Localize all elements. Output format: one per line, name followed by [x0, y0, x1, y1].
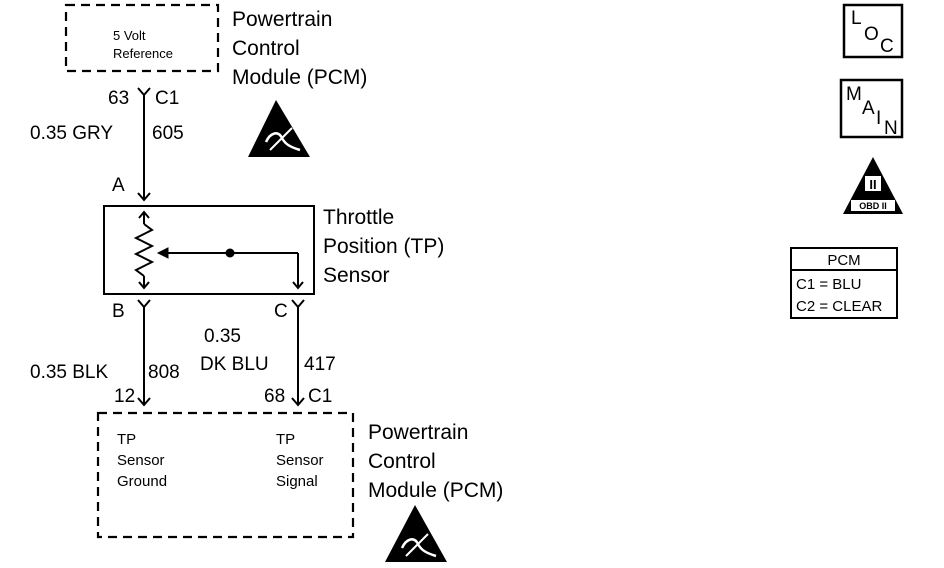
wiper-arrow-icon — [156, 247, 169, 259]
svg-text:L: L — [851, 8, 862, 29]
pcm-legend: PCM C1 = BLU C2 = CLEAR — [790, 247, 898, 319]
wire-c-pin: 68 — [264, 386, 285, 407]
wire-c-gauge-line2: DK BLU — [200, 354, 269, 375]
svg-text:A: A — [862, 98, 875, 119]
wire-b-gauge-color: 0.35 BLK — [30, 362, 108, 383]
top-pcm-box-line2: Reference — [113, 46, 173, 61]
signal-line1: TP — [276, 431, 295, 448]
connector-68-terminal — [291, 397, 305, 407]
svg-text:O: O — [864, 24, 879, 45]
sensor-pin-c: C — [274, 301, 288, 322]
sensor-pin-b: B — [112, 301, 125, 322]
potentiometer-icon — [133, 223, 155, 277]
signal-line3: Signal — [276, 473, 318, 490]
svg-text:I: I — [876, 108, 881, 129]
wire-b-pin: 12 — [114, 386, 135, 407]
sensor-name-line3: Sensor — [323, 264, 390, 287]
esd-warning-icon — [248, 100, 310, 157]
svg-text:OBD II: OBD II — [859, 201, 887, 211]
wire-c-gauge-line1: 0.35 — [204, 326, 241, 347]
svg-text:N: N — [884, 118, 898, 139]
top-pcm-box-line1: 5 Volt — [113, 28, 146, 43]
wire-a-connector: C1 — [155, 88, 179, 109]
wire-c-circuit: 417 — [304, 354, 336, 375]
bottom-pcm-box — [96, 411, 355, 539]
svg-text:II: II — [869, 177, 876, 192]
tp-sensor-box — [103, 205, 315, 295]
pcm-legend-title: PCM — [827, 252, 860, 269]
sensor-name-line1: Throttle — [323, 206, 394, 229]
main-icon[interactable]: M A I N — [839, 78, 904, 139]
sensor-name-line2: Position (TP) — [323, 235, 444, 258]
ground-line2: Sensor — [117, 452, 165, 469]
pcm-legend-row2: C2 = CLEAR — [796, 298, 882, 315]
bottom-pcm-name-line1: Powertrain — [368, 421, 468, 444]
wire-c-connector: C1 — [308, 386, 332, 407]
wire-a-circuit: 605 — [152, 123, 184, 144]
esd-warning-icon — [385, 505, 447, 562]
signal-line2: Sensor — [276, 452, 324, 469]
ground-line3: Ground — [117, 473, 167, 490]
connector-63-terminal — [137, 87, 151, 97]
connector-12-terminal — [137, 397, 151, 407]
top-pcm-name-line2: Control — [232, 37, 300, 60]
wiper-node — [225, 248, 235, 258]
pin-a-terminal — [137, 192, 151, 202]
wire-a-pin: 63 — [108, 88, 129, 109]
obd-ii-triangle-icon[interactable]: II OBD II — [843, 157, 903, 214]
top-pcm-name-line3: Module (PCM) — [232, 66, 367, 89]
sensor-pin-a: A — [112, 175, 125, 196]
wire-b-circuit: 808 — [148, 362, 180, 383]
top-pcm-name-line1: Powertrain — [232, 8, 332, 31]
svg-text:M: M — [846, 84, 862, 105]
wire-a-gauge-color: 0.35 GRY — [30, 123, 113, 144]
pin-b-terminal — [137, 299, 151, 309]
top-pcm-box — [64, 3, 220, 73]
pin-c-terminal — [291, 299, 305, 309]
ground-line1: TP — [117, 431, 136, 448]
bottom-pcm-name-line3: Module (PCM) — [368, 479, 503, 502]
loc-icon[interactable]: L O C — [842, 3, 904, 59]
pcm-legend-row1: C1 = BLU — [796, 276, 861, 293]
svg-text:C: C — [880, 36, 894, 57]
bottom-pcm-name-line2: Control — [368, 450, 436, 473]
